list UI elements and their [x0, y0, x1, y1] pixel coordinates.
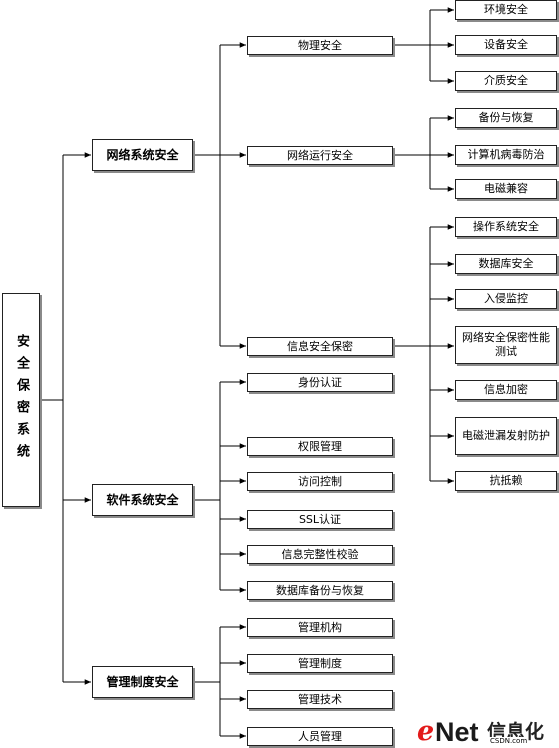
- root-label: 安全保密系统: [14, 334, 29, 466]
- node-label: 物理安全: [298, 38, 342, 52]
- node-environment-security: 环境安全: [455, 0, 557, 20]
- node-label: 人员管理: [298, 729, 342, 743]
- node-label: 身份认证: [298, 375, 342, 389]
- node-management-security: 管理制度安全: [92, 666, 193, 698]
- node-media-security: 介质安全: [455, 71, 557, 91]
- node-emission-protection: 电磁泄漏发射防护: [455, 417, 557, 455]
- node-emc: 电磁兼容: [455, 179, 557, 199]
- node-database-security: 数据库安全: [455, 254, 557, 274]
- node-virus-prevention: 计算机病毒防治: [455, 145, 557, 165]
- root-node: 安全保密系统: [2, 293, 40, 507]
- node-intrusion-monitoring: 入侵监控: [455, 289, 557, 309]
- node-label: 管理制度: [298, 656, 342, 670]
- node-label: 网络安全保密性能测试: [462, 331, 550, 358]
- node-os-security: 操作系统安全: [455, 217, 557, 237]
- node-identity-auth: 身份认证: [247, 373, 393, 392]
- node-personnel-mgmt: 人员管理: [247, 727, 393, 746]
- node-network-security: 网络系统安全: [92, 139, 193, 171]
- node-mgmt-technology: 管理技术: [247, 690, 393, 709]
- node-info-security-secrecy: 信息安全保密: [247, 337, 393, 356]
- node-label: SSL认证: [298, 512, 342, 526]
- node-equipment-security: 设备安全: [455, 35, 557, 55]
- node-mgmt-organization: 管理机构: [247, 618, 393, 637]
- node-label: 访问控制: [298, 474, 342, 488]
- node-label: 操作系统安全: [473, 220, 539, 233]
- node-access-control: 访问控制: [247, 472, 393, 491]
- node-label: 环境安全: [484, 3, 528, 16]
- node-info-encryption: 信息加密: [455, 380, 557, 400]
- node-label: 软件系统安全: [106, 493, 179, 507]
- node-label: 网络运行安全: [287, 148, 353, 162]
- node-label: 数据库备份与恢复: [276, 583, 364, 597]
- node-label: 入侵监控: [484, 292, 528, 305]
- node-label: 信息完整性校验: [281, 547, 359, 561]
- node-security-performance-test: 网络安全保密性能测试: [455, 326, 557, 364]
- node-label: 抗抵赖: [489, 474, 523, 487]
- node-ssl-auth: SSL认证: [247, 510, 393, 529]
- logo-net: Net: [435, 717, 479, 747]
- node-physical-security: 物理安全: [247, 36, 393, 55]
- node-label: 电磁泄漏发射防护: [462, 429, 550, 442]
- logo-domain: CSDN.com: [489, 737, 529, 745]
- node-backup-recovery: 备份与恢复: [455, 108, 557, 128]
- node-label: 设备安全: [484, 38, 528, 51]
- node-label: 数据库安全: [478, 257, 534, 270]
- node-network-operation-security: 网络运行安全: [247, 146, 393, 165]
- node-permission-mgmt: 权限管理: [247, 437, 393, 456]
- node-software-security: 软件系统安全: [92, 484, 193, 516]
- node-label: 介质安全: [484, 74, 528, 87]
- node-label: 权限管理: [298, 439, 342, 453]
- node-db-backup-recovery: 数据库备份与恢复: [247, 581, 393, 600]
- node-label: 管理机构: [298, 620, 342, 634]
- node-integrity-check: 信息完整性校验: [247, 545, 393, 564]
- node-label: 网络系统安全: [106, 148, 179, 162]
- node-non-repudiation: 抗抵赖: [455, 471, 557, 491]
- node-mgmt-policy: 管理制度: [247, 654, 393, 673]
- node-label: 电磁兼容: [484, 182, 528, 195]
- node-label: 计算机病毒防治: [467, 148, 545, 161]
- node-label: 备份与恢复: [478, 111, 534, 124]
- node-label: 信息安全保密: [287, 339, 353, 353]
- node-label: 信息加密: [484, 383, 528, 396]
- node-label: 管理制度安全: [106, 675, 179, 689]
- node-label: 管理技术: [298, 692, 342, 706]
- enet-watermark-logo: e Net 信息化 CSDN.com: [417, 716, 555, 747]
- logo-e: e: [417, 716, 435, 747]
